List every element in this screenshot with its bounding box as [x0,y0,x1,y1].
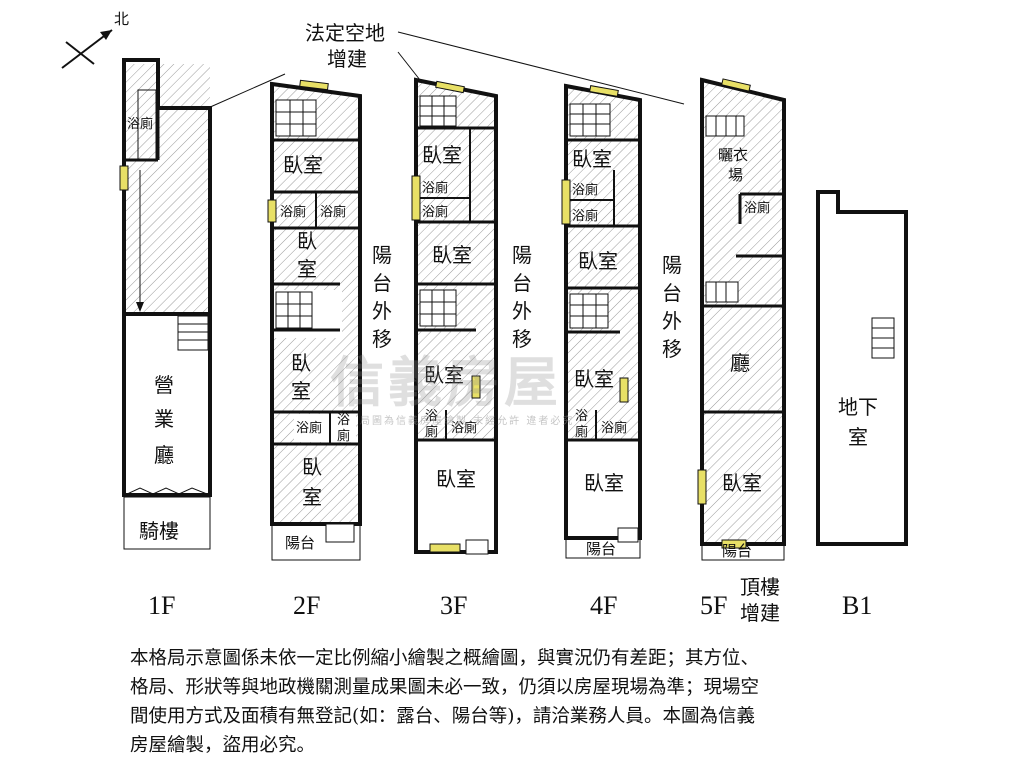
svg-text:臥: 臥 [291,351,311,375]
svg-text:外: 外 [662,309,682,333]
svg-text:臥室: 臥室 [584,471,624,495]
leader-line [397,31,685,105]
svg-text:陽台: 陽台 [285,534,315,552]
svg-text:浴廁: 浴廁 [320,204,346,220]
window-icon [119,165,129,191]
svg-text:浴廁: 浴廁 [601,420,627,436]
floor-3F: 臥室 浴廁 浴廁 臥室 臥室 浴 廁 浴廁 臥室 陽 台 外 移 3F [411,77,532,620]
svg-text:臥室: 臥室 [436,467,476,491]
floor-2F: 臥室 浴廁 浴廁 臥 室 臥 室 浴廁 浴 廁 臥 室 陽台 陽 台 外 移 2… [267,79,392,620]
svg-text:場: 場 [728,166,743,184]
floor-5F: 曬衣 場 浴廁 廳 臥室 陽台 5F 頂樓 增建 [697,77,786,625]
floor-label-B1: B1 [842,591,872,620]
svg-text:臥室: 臥室 [283,153,323,177]
svg-text:移: 移 [372,327,392,351]
floor-4F: 臥室 浴廁 浴廁 臥室 臥室 浴 廁 浴廁 臥室 陽台 陽 台 外 移 4F [561,83,682,620]
svg-text:外: 外 [372,299,392,323]
leader-line [397,51,421,81]
svg-text:台: 台 [662,281,682,305]
annotation-line1: 法定空地 [305,21,385,45]
svg-text:臥室: 臥室 [424,363,464,387]
disclaimer: 本格局示意圖係未依一定比例縮小繪製之概繪圖，與實況仍有差距；其方位、 格局、形狀… [130,644,960,760]
svg-text:增建: 增建 [740,601,780,625]
svg-text:營: 營 [154,373,174,397]
watermark-brand: 信義房屋 [330,351,562,414]
annotation-line2: 增建 [327,47,367,71]
svg-text:浴廁: 浴廁 [451,420,477,436]
svg-text:廳: 廳 [154,443,174,467]
floor-label-5F: 5F [700,591,727,620]
floor-label-4F: 4F [590,591,617,620]
svg-text:臥室: 臥室 [578,249,618,273]
svg-text:室: 室 [302,485,322,509]
svg-text:陽: 陽 [372,243,392,267]
disclaimer-line: 格局、形狀等與地政機關測量成果圖未必一致，仍須以房屋現場為準；現場空 [130,677,760,698]
svg-text:台: 台 [372,271,392,295]
svg-text:陽: 陽 [512,243,532,267]
svg-text:浴廁: 浴廁 [127,116,153,132]
disclaimer-line: 房屋繪製，盜用必究。 [130,735,316,756]
watermark-small: 局圖為信義房屋繪製 未經允許 違者必究 [360,416,575,427]
floor-label-2F: 2F [293,591,320,620]
svg-text:臥室: 臥室 [422,143,462,167]
svg-text:陽台: 陽台 [586,540,616,558]
svg-text:浴廁: 浴廁 [422,180,448,196]
svg-text:臥室: 臥室 [722,471,762,495]
svg-text:廁: 廁 [425,424,438,440]
svg-text:外: 外 [512,299,532,323]
north-arrow-icon: 北 [61,10,129,69]
floor-B1: 地下 室 B1 [816,190,908,620]
svg-text:台: 台 [512,271,532,295]
svg-text:騎樓: 騎樓 [139,519,179,543]
svg-text:臥室: 臥室 [572,147,612,171]
svg-text:室: 室 [297,257,317,281]
svg-text:浴: 浴 [337,413,350,428]
floor-label-3F: 3F [440,591,467,620]
disclaimer-line: 間使用方式及面積有無登記(如：露台、陽台等)，請洽業務人員。本圖為信義 [130,706,755,727]
svg-text:浴: 浴 [425,409,438,424]
svg-text:地下: 地下 [838,395,878,419]
svg-text:浴: 浴 [575,409,588,424]
svg-text:浴廁: 浴廁 [572,182,598,198]
svg-text:浴廁: 浴廁 [280,204,306,220]
svg-text:移: 移 [512,327,532,351]
svg-text:陽台: 陽台 [722,542,752,560]
svg-text:浴廁: 浴廁 [422,204,448,220]
svg-text:浴廁: 浴廁 [744,200,770,216]
svg-text:廳: 廳 [730,351,750,375]
svg-text:廁: 廁 [337,428,350,444]
svg-text:廁: 廁 [575,424,588,440]
svg-text:曬衣: 曬衣 [718,146,748,164]
svg-text:臥: 臥 [302,455,322,479]
svg-text:移: 移 [662,337,682,361]
svg-text:臥室: 臥室 [574,367,614,391]
floor-plan-diagram: 北 法定空地 增建 浴廁 營 業 廳 騎樓 1F [61,10,908,625]
disclaimer-line: 本格局示意圖係未依一定比例縮小繪製之概繪圖，與實況仍有差距；其方位、 [130,648,760,669]
svg-text:陽: 陽 [662,253,682,277]
svg-text:室: 室 [291,379,311,403]
svg-text:浴廁: 浴廁 [572,208,598,224]
svg-text:室: 室 [848,425,868,449]
leader-line [207,73,286,109]
north-label: 北 [114,10,129,28]
floor-label-1F: 1F [148,591,175,620]
svg-text:臥: 臥 [297,229,317,253]
svg-text:業: 業 [154,407,174,431]
svg-text:頂樓: 頂樓 [740,575,780,599]
floor-1F: 浴廁 營 業 廳 騎樓 1F [119,58,212,620]
svg-text:臥室: 臥室 [432,243,472,267]
svg-text:浴廁: 浴廁 [296,420,322,436]
